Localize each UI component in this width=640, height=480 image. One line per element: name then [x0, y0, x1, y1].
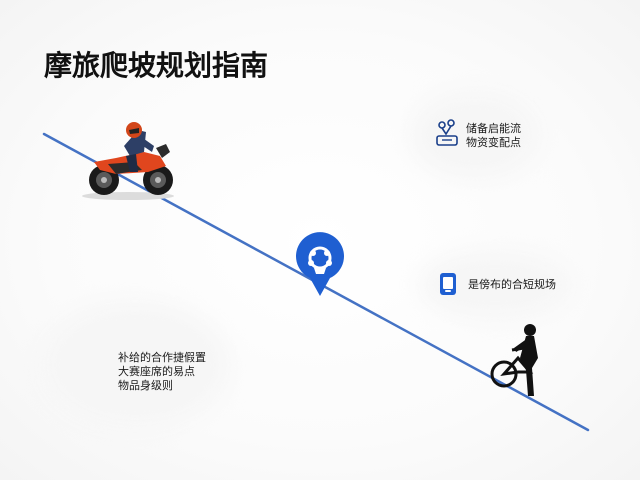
- supply-note-line: 储备启能流: [466, 122, 521, 135]
- background-shadow: [40, 300, 230, 430]
- device-note: 是傍布的合短规场: [468, 278, 556, 291]
- supply-station-icon: [434, 118, 460, 148]
- supply-plan-line: 物品身级则: [118, 379, 173, 392]
- supply-plan-note: 补给的合作捷假置 大赛座席的易点 物品身级则: [118, 351, 206, 393]
- background-shadow: [410, 90, 540, 180]
- page-title: 摩旅爬坡规划指南: [44, 49, 269, 82]
- supply-note-line: 物资变配点: [466, 136, 521, 149]
- supply-note: 储备启能流 物资变配点: [466, 122, 521, 150]
- mobile-device-icon: [438, 272, 458, 296]
- bicycle-rider-icon: [490, 324, 538, 396]
- motorcycle-rider-icon: [82, 122, 174, 200]
- map-pin-icon: [296, 232, 344, 296]
- supply-plan-line: 补给的合作捷假置: [118, 351, 206, 364]
- supply-plan-line: 大赛座席的易点: [118, 365, 195, 378]
